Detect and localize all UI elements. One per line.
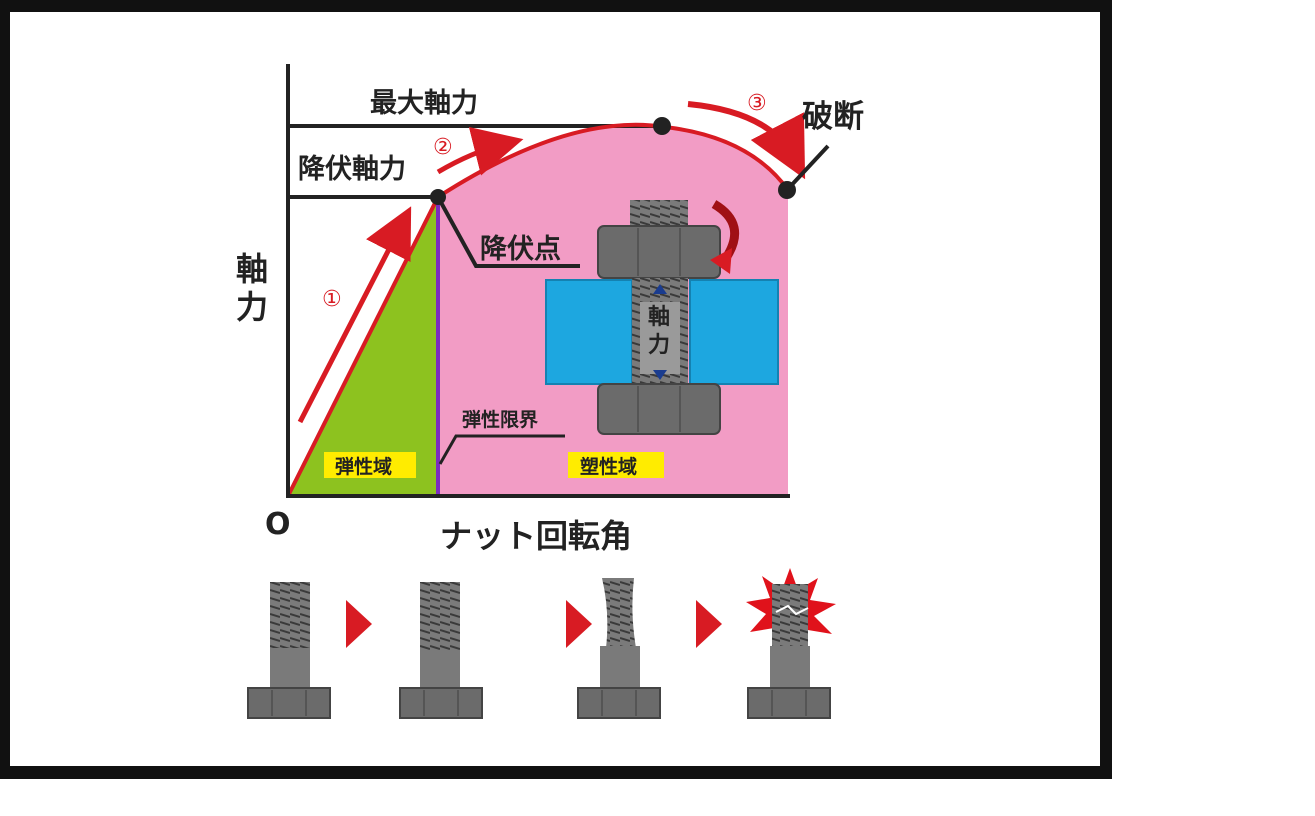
- bolt-thread-top: [630, 200, 688, 228]
- sequence-arrow-3: [696, 600, 722, 648]
- sequence-arrow-1: [346, 600, 372, 648]
- nut-top: [597, 225, 721, 279]
- bolt-stage-plastic: [577, 578, 661, 719]
- plastic-region-label: 塑性域: [580, 455, 637, 478]
- arrow-step-2: [436, 127, 524, 176]
- bolt-stage-elastic: [247, 582, 331, 719]
- y-axis-label-bottom: 力: [236, 288, 268, 326]
- elastic-limit-label: 弾性限界: [462, 408, 538, 431]
- step-3-label: ③: [747, 91, 767, 116]
- axial-arrow-up: [653, 284, 667, 294]
- bolt-head: [597, 383, 721, 435]
- step-1-label: ①: [322, 287, 342, 312]
- max-axial-force-label: 最大軸力: [370, 88, 478, 119]
- arrow-step-1: [297, 206, 412, 424]
- bolt-axial-force-diagram: ① ② ③ 最大軸力 降伏軸力 破断 降伏点 弾性限界 弾性域 塑性域 軸 力 …: [236, 64, 864, 719]
- elastic-limit-leader: [438, 434, 565, 465]
- plate-left: [545, 279, 633, 385]
- bolt-stage-fracture: [746, 568, 836, 719]
- diagram-panel: ① ② ③ 最大軸力 降伏軸力 破断 降伏点 弾性限界 弾性域 塑性域 軸 力 …: [10, 12, 1100, 766]
- bolt-axial-label-bottom: 力: [648, 333, 670, 358]
- yield-point-label: 降伏点: [480, 234, 561, 265]
- axial-arrow-down: [653, 370, 667, 380]
- sequence-arrow-2: [566, 600, 592, 648]
- yield-axial-force-label: 降伏軸力: [298, 154, 406, 185]
- arrow-step-3: [687, 101, 806, 180]
- bolt-in-plates-illustration: 軸 力: [545, 200, 779, 435]
- fracture-leader: [785, 144, 830, 192]
- elastic-region-tag: [324, 452, 416, 478]
- y-axis-label-top: 軸: [236, 250, 268, 288]
- elastic-region-label: 弾性域: [335, 455, 392, 478]
- bolt-axial-label-top: 軸: [648, 304, 670, 330]
- max-force-dot: [653, 117, 671, 135]
- origin-label: O: [265, 507, 291, 542]
- image-frame: ① ② ③ 最大軸力 降伏軸力 破断 降伏点 弾性限界 弾性域 塑性域 軸 力 …: [0, 0, 1112, 779]
- yield-point-leader: [436, 196, 580, 268]
- fracture-label: 破断: [802, 99, 864, 135]
- step-2-label: ②: [433, 135, 453, 160]
- bolt-stage-yield: [399, 582, 483, 719]
- plate-right: [689, 279, 779, 385]
- force-curve-elastic: [286, 196, 440, 497]
- x-axis-label: ナット回転角: [440, 517, 632, 555]
- plastic-region-tag: [568, 452, 664, 478]
- bolt-sequence: [247, 568, 836, 719]
